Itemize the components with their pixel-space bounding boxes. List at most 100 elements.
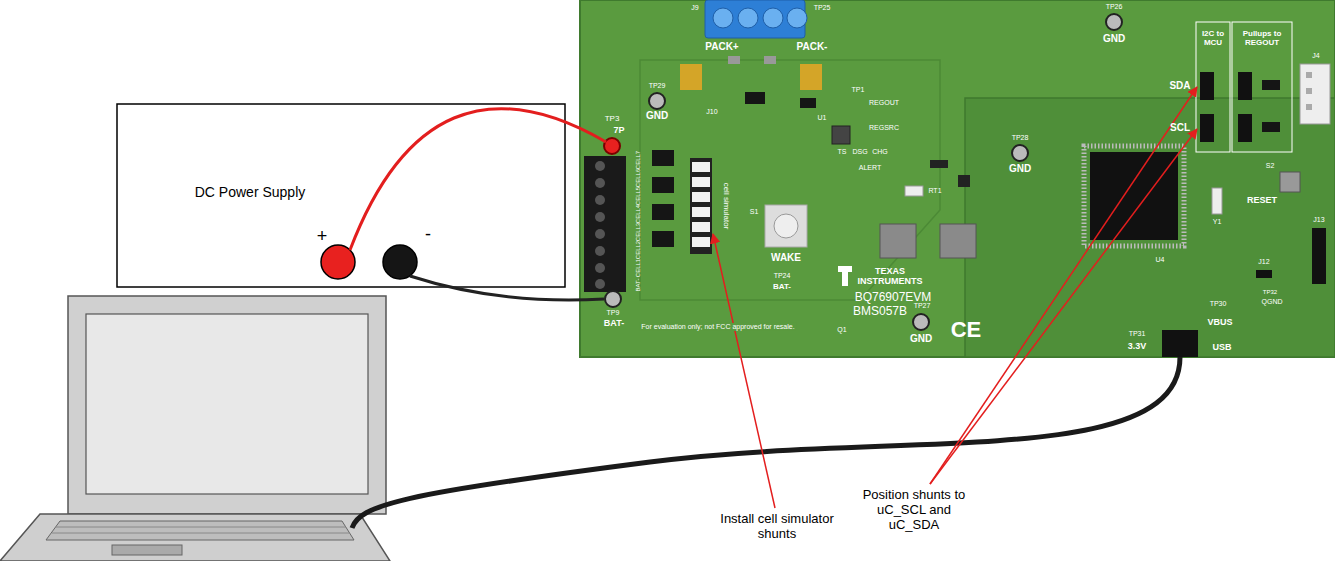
laptop-part bbox=[68, 296, 386, 514]
laptop-part bbox=[46, 521, 354, 540]
silkscreen-label: J9 bbox=[691, 4, 698, 12]
certification-mark: CE bbox=[951, 317, 982, 342]
silkscreen-label: GND bbox=[910, 333, 932, 345]
silkscreen-label: VBUS bbox=[1207, 317, 1232, 327]
diode-pads-part bbox=[800, 64, 822, 90]
terminal-block-part bbox=[713, 8, 733, 28]
wire-part bbox=[352, 357, 1180, 528]
reset-switch-part bbox=[1280, 172, 1300, 192]
evm-board bbox=[580, 0, 1335, 357]
cell-connector-part bbox=[595, 212, 605, 222]
usb-connector-part bbox=[1162, 330, 1198, 357]
diode-pads-part bbox=[680, 64, 702, 90]
cell-simulator-header-part bbox=[692, 237, 710, 247]
silkscreen-label: CELL6 bbox=[635, 169, 642, 187]
resistor-symbol-part bbox=[1262, 80, 1280, 90]
silkscreen-label: BAT- bbox=[604, 318, 624, 328]
silkscreen-label: SCL bbox=[1170, 122, 1190, 134]
power-supply-part bbox=[321, 245, 355, 279]
wake-button-part bbox=[774, 214, 798, 238]
leader-arrow-part bbox=[930, 129, 1197, 484]
silkscreen-label: TP30 bbox=[1210, 300, 1227, 308]
resistor-symbol-part bbox=[1262, 122, 1280, 132]
brand-logo: TEXAS INSTRUMENTS bbox=[854, 266, 926, 287]
cell-connector-part bbox=[595, 195, 605, 205]
jumper-area-part bbox=[1232, 22, 1292, 152]
jumper-area-part bbox=[1238, 114, 1252, 142]
wake-button-part bbox=[765, 205, 807, 247]
silkscreen-label: GND bbox=[646, 110, 668, 122]
microcontroller bbox=[1084, 146, 1222, 246]
silkscreen-label: J4 bbox=[1312, 52, 1319, 60]
silkscreen-label: J12 bbox=[1258, 258, 1269, 266]
i2c-connector-part bbox=[1306, 72, 1312, 78]
fet-package bbox=[880, 224, 976, 258]
silkscreen-label: Q1 bbox=[837, 326, 846, 334]
silkscreen-label: CELL1 bbox=[635, 259, 642, 277]
silkscreen-label: REGOUT bbox=[869, 99, 899, 107]
monitor-chip-part bbox=[958, 175, 970, 187]
silkscreen-label: TP26 bbox=[1106, 3, 1123, 11]
terminal-block-part bbox=[738, 8, 758, 28]
resistor-symbol-part bbox=[652, 177, 674, 193]
silkscreen-label: BAT- bbox=[635, 279, 642, 292]
callout-text: Install cell simulator shunts bbox=[720, 512, 835, 542]
evm-board-part bbox=[965, 98, 1335, 357]
silkscreen-label: CELL3 bbox=[635, 223, 642, 241]
silkscreen-label: cell simulator bbox=[721, 183, 730, 230]
reset-switch-part bbox=[1312, 228, 1326, 284]
terminal-block-part bbox=[787, 8, 807, 28]
silkscreen-label: J10 bbox=[706, 108, 717, 116]
silkscreen-label: SDA bbox=[1169, 80, 1190, 92]
cell-connector-part bbox=[595, 161, 605, 171]
i2c-connector bbox=[1300, 64, 1330, 124]
jumper-area-part bbox=[1238, 72, 1252, 100]
silkscreen-label: TP31 bbox=[1129, 330, 1146, 338]
cell-simulator-header-part bbox=[692, 222, 710, 232]
silkscreen-label: GND bbox=[1103, 33, 1125, 45]
node-title: DC Power Supply bbox=[195, 184, 306, 200]
ti-logo bbox=[838, 266, 852, 286]
cell-simulator-header-part bbox=[692, 177, 710, 187]
silkscreen-label: TS bbox=[838, 148, 847, 156]
laptop-part bbox=[52, 533, 350, 534]
microcontroller-part bbox=[1084, 146, 1184, 246]
jumper-area-part bbox=[1196, 22, 1230, 152]
leader-arrow-part bbox=[930, 87, 1197, 484]
silkscreen-label: CELL4 bbox=[635, 205, 642, 223]
evm-board-part bbox=[640, 60, 940, 300]
monitor-chip-part bbox=[930, 160, 948, 168]
usb-connector bbox=[1162, 330, 1198, 357]
silkscreen-label: Y1 bbox=[1213, 218, 1222, 226]
cell-connector-part bbox=[595, 263, 605, 273]
cell-simulator-header-part bbox=[692, 162, 710, 172]
evm-board-part bbox=[580, 0, 1335, 357]
test-point-part bbox=[605, 291, 621, 307]
i2c-connector-part bbox=[1300, 64, 1330, 124]
silkscreen-label: For evaluation only; not FCC approved fo… bbox=[639, 323, 796, 331]
silkscreen-label: J13 bbox=[1313, 216, 1324, 224]
terminal-sign: - bbox=[425, 224, 431, 245]
i2c-connector-part bbox=[1306, 88, 1312, 94]
leader-arrow-part bbox=[713, 234, 775, 508]
fet-package-part bbox=[880, 224, 916, 258]
test-point-part bbox=[649, 93, 665, 109]
silkscreen-label: ALERT bbox=[859, 164, 881, 172]
resistor-symbol-part bbox=[800, 98, 816, 108]
diode-pads-part bbox=[764, 56, 776, 64]
monitor-chip-part bbox=[832, 126, 850, 144]
wire-part bbox=[410, 276, 604, 300]
silkscreen-label: PACK+ bbox=[705, 41, 738, 53]
cell-connector bbox=[584, 156, 626, 292]
silkscreen-label: I2C to MCU bbox=[1198, 29, 1228, 47]
silkscreen-label: TP28 bbox=[1012, 134, 1029, 142]
test-point-part bbox=[913, 314, 929, 330]
silkscreen-label: Pullups to REGOUT bbox=[1237, 29, 1287, 47]
resistor-symbol-part bbox=[652, 231, 674, 247]
cell-connector-part bbox=[595, 178, 605, 188]
silkscreen-label: BAT- bbox=[773, 282, 791, 291]
silkscreen-label: CELL7 bbox=[635, 151, 642, 169]
silkscreen-label: PACK- bbox=[797, 41, 828, 53]
silkscreen-label: 3.3V bbox=[1128, 341, 1147, 351]
